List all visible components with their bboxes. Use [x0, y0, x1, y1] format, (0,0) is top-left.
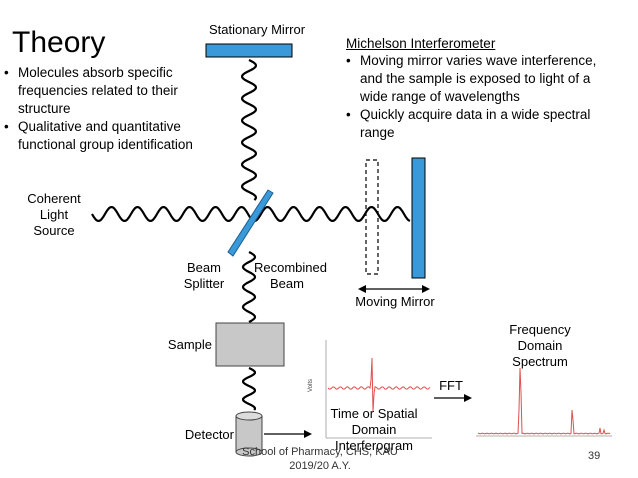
theory-bullet: Qualitative and quantitative functional …: [4, 118, 224, 154]
interferogram-plot: Volts: [308, 340, 432, 439]
theory-bullet-list: Molecules absorb specific frequencies re…: [4, 64, 224, 154]
volts-axis-label: Volts: [308, 379, 314, 392]
fft-label: FFT: [439, 378, 463, 393]
fft-arrow-head: [464, 394, 472, 402]
theory-bullet: Molecules absorb specific frequencies re…: [4, 64, 224, 118]
sample-box: [215, 322, 285, 367]
wave-mirror-to-splitter: [241, 59, 257, 201]
recombined-beam-label: Recombined Beam: [254, 260, 327, 291]
detector-top: [235, 411, 263, 421]
footer-text: School of Pharmacy, CHS, KAU 2019/20 A.Y…: [242, 446, 398, 472]
wave-recombined-beam: [241, 251, 257, 323]
beam-splitter: [227, 189, 274, 257]
spectrum-label: Frequency Domain Spectrum: [509, 322, 571, 369]
moving-mirror-label: Moving Mirror: [355, 294, 435, 309]
detector-label: Detector: [184, 427, 234, 442]
arrow-right-head: [422, 285, 430, 293]
interferogram-label: Time or Spatial Domain Interferogram: [330, 406, 418, 453]
michelson-bullet-list: Moving mirror varies wave interference, …: [346, 52, 606, 142]
light-source-label: Coherent Light Source: [27, 191, 81, 238]
detector-arrow-head: [304, 430, 312, 438]
sample-label: Sample: [167, 337, 212, 352]
moving-mirror-ghost: [365, 159, 379, 275]
spectrum-trace: [477, 367, 611, 435]
wave-sample-to-detector: [242, 367, 256, 411]
page-number: 39: [588, 450, 601, 462]
michelson-bullet: Moving mirror varies wave interference, …: [346, 52, 606, 106]
stationary-mirror: [205, 43, 293, 58]
slide-title: Theory: [12, 26, 106, 59]
moving-mirror: [411, 157, 426, 279]
michelson-heading: Michelson Interferometer: [346, 36, 496, 51]
beam-splitter-label: Beam Splitter: [183, 260, 225, 291]
interferogram-trace: [327, 357, 431, 413]
stationary-mirror-label: Stationary Mirror: [208, 22, 306, 37]
detector-bottom: [235, 447, 263, 457]
arrow-left-head: [358, 285, 366, 293]
spectrum-plot: [476, 367, 612, 437]
michelson-bullet: Quickly acquire data in a wide spectral …: [346, 106, 606, 142]
